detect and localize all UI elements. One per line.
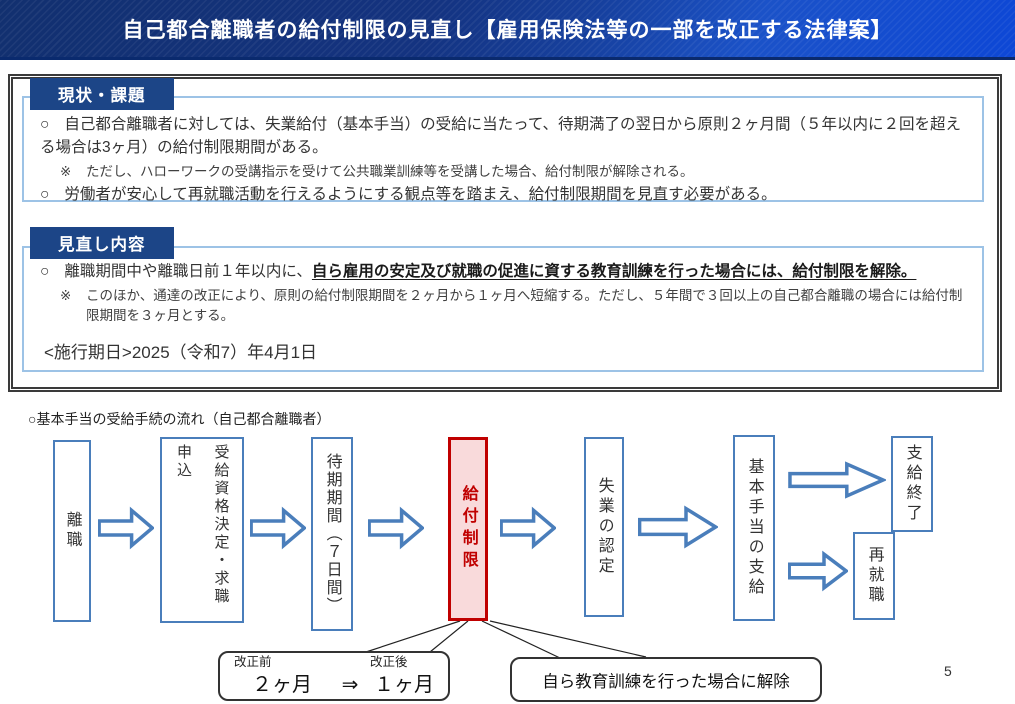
page-number: 5 (944, 663, 952, 679)
flow-step-saishushoku: 再就職 (853, 532, 895, 620)
before-value: ２ヶ月 (252, 674, 312, 696)
release-note-text: 自ら教育訓練を行った場合に解除 (542, 672, 790, 691)
flow-step-taikikikan: 待期期間（７日間） (311, 437, 353, 631)
flow-arrow-icon (638, 504, 718, 550)
revision-bullet-emphasis: 自ら雇用の安定及び就職の促進に資する教育訓練を行った場合には、給付制限を解除。 (311, 263, 917, 280)
revision-bullet: ○ 離職期間中や離職日前１年以内に、自ら雇用の安定及び就職の促進に資する教育訓練を… (40, 261, 968, 284)
note-marker: ※ (60, 163, 72, 179)
flow-step-label: 再就職 (865, 546, 883, 606)
revision-note: ※ このほか、通達の改正により、原則の給付制限期間を２ヶ月から１ヶ月へ短縮する。た… (60, 286, 968, 327)
before-label: 改正前 (234, 655, 272, 669)
flow-step-label: 給付制限 (459, 485, 477, 573)
after-label: 改正後 (370, 655, 408, 669)
revision-note-text: このほか、通達の改正により、原則の給付制限期間を２ヶ月から１ヶ月へ短縮する。ただ… (86, 287, 963, 324)
revision-section-box: ○ 離職期間中や離職日前１年以内に、自ら雇用の安定及び就職の促進に資する教育訓練を… (22, 246, 984, 372)
status-note-1-text: ただし、ハローワークの受講指示を受けて公共職業訓練等を受講した場合、給付制限が解… (86, 163, 694, 179)
note-marker: ※ (60, 287, 72, 303)
flow-step-kyufuseigen-highlighted: 給付制限 (448, 437, 488, 621)
status-bullet-2: ○ 労働者が安心して再就職活動を行えるようにする観点等を踏まえ、給付制限期間を見直… (40, 184, 968, 207)
slide-header: 自己都合離職者の給付制限の見直し【雇用保険法等の一部を改正する法律案】 (0, 0, 1015, 60)
flow-step-rishoku: 離職 (53, 440, 91, 622)
flow-arrow-icon (788, 460, 886, 500)
status-note-1: ※ ただし、ハローワークの受講指示を受けて公共職業訓練等を受講した場合、給付制限が… (60, 162, 968, 182)
flow-title: ○基本手当の受給手続の流れ（自己都合離職者） (28, 411, 331, 427)
status-bullet-1-text: 自己都合離職者に対しては、失業給付（基本手当）の受給に当たって、待期満了の翌日か… (40, 116, 962, 156)
flow-step-label: 失業の認定 (595, 477, 613, 577)
flow-step-jukyushikaku: 受給資格決定・求職申込 (160, 437, 244, 623)
flow-arrow-icon (250, 506, 306, 550)
effective-date: <施行期日>2025（令和7）年4月1日 (44, 343, 318, 363)
flow-step-label: 基本手当の支給 (745, 458, 763, 598)
flow-step-shikyu-shuryo: 支給終了 (891, 436, 933, 532)
callout-release-condition: 自ら教育訓練を行った場合に解除 (510, 657, 822, 702)
flow-arrow-icon (788, 550, 848, 592)
status-section-label: 現状・課題 (30, 78, 174, 110)
flow-arrow-icon (368, 506, 424, 550)
status-bullet-1: ○自己都合離職者に対しては、失業給付（基本手当）の受給に当たって、待期満了の翌日… (40, 114, 968, 160)
flow-step-shitsugyo-nintei: 失業の認定 (584, 437, 624, 617)
revision-bullet-prefix: 離職期間中や離職日前１年以内に、 (64, 263, 312, 280)
double-arrow-icon: ⇒ (341, 674, 359, 696)
flow-step-label: 受給資格決定・求職申込 (175, 444, 230, 606)
page-title: 自己都合離職者の給付制限の見直し【雇用保険法等の一部を改正する法律案】 (122, 18, 893, 42)
revision-section-label: 見直し内容 (30, 227, 174, 259)
bullet-marker: ○ (40, 263, 50, 280)
status-section-box: ○自己都合離職者に対しては、失業給付（基本手当）の受給に当たって、待期満了の翌日… (22, 96, 984, 203)
status-bullet-2-text: 労働者が安心して再就職活動を行えるようにする観点等を踏まえ、給付制限期間を見直す… (64, 186, 777, 204)
flow-step-label: 離職 (63, 511, 81, 551)
after-value: １ヶ月 (374, 674, 434, 696)
bullet-marker: ○ (40, 186, 50, 204)
flow-arrow-icon (98, 506, 154, 550)
flow-step-kihonteate-shikyu: 基本手当の支給 (733, 435, 775, 621)
flow-step-label: 待期期間（７日間） (323, 453, 341, 615)
bullet-marker: ○ (40, 116, 50, 133)
flow-step-label: 支給終了 (903, 444, 921, 524)
callout-period-change: 改正前 改正後 ２ヶ月 ⇒ １ヶ月 (218, 651, 450, 701)
flow-arrow-icon (500, 506, 556, 550)
